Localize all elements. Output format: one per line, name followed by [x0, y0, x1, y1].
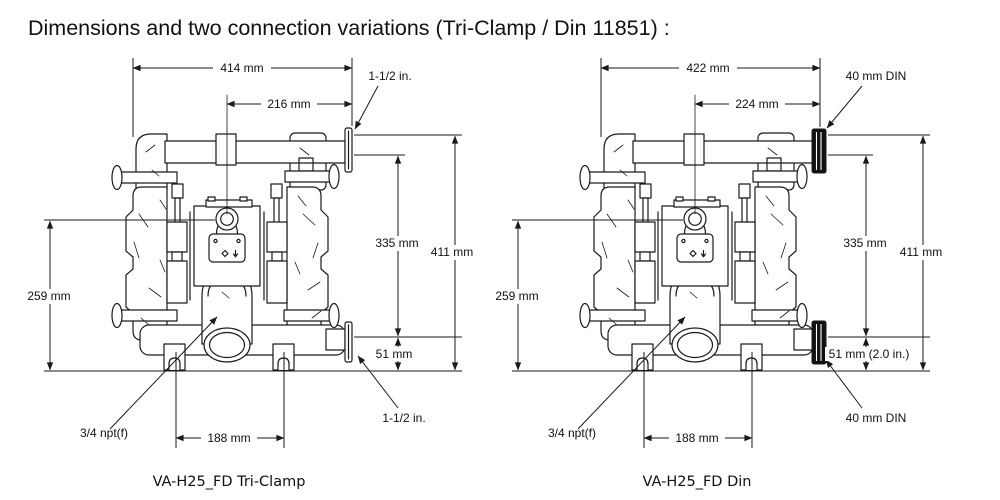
dim-air-valve-height-label: 259 mm: [495, 289, 538, 303]
dim-bottom-port-label: 51 mm: [376, 347, 413, 361]
tri-clamp-flange-bottom: [344, 321, 353, 363]
diagram-din: 422 mm 224 mm 40 mm DIN 335 mm 411 mm 25…: [489, 58, 950, 490]
tri-clamp-flange-top: [344, 127, 353, 173]
leader-air-inlet: [577, 316, 686, 430]
dim-port-span-label: 335 mm: [843, 236, 886, 250]
dim-feet-spacing-label: 188 mm: [207, 431, 250, 445]
dim-overall-width-label: 414 mm: [220, 61, 263, 75]
leader-bottom-connection: [825, 359, 863, 409]
leader-top-connection: [826, 85, 863, 129]
dim-port-span-label: 335 mm: [375, 236, 418, 250]
dim-center-to-port-label: 216 mm: [267, 97, 310, 111]
dim-air-valve-height-label: 259 mm: [27, 289, 70, 303]
dim-overall-height-label: 411 mm: [431, 245, 473, 259]
air-inlet-port-label: 3/4 npt(f): [548, 426, 596, 440]
caption-tri-clamp: VA-H25_FD Tri-Clamp: [153, 474, 306, 490]
diagram-tri-clamp: 414 mm 216 mm 1-1/2 in. 335 mm 411 mm 25…: [21, 58, 481, 490]
connection-top-label: 1-1/2 in.: [368, 69, 411, 83]
dim-bottom-port-label: 51 mm (2.0 in.): [829, 347, 910, 361]
connection-bottom-label: 1-1/2 in.: [382, 411, 425, 425]
air-inlet-port-label: 3/4 npt(f): [80, 426, 128, 440]
dim-feet-spacing-label: 188 mm: [675, 431, 718, 445]
caption-din: VA-H25_FD Din: [643, 474, 752, 490]
leader-top-connection: [354, 85, 379, 130]
connection-bottom-label: 40 mm DIN: [846, 411, 907, 425]
leader-bottom-connection: [357, 355, 399, 409]
din-flange-bottom: [811, 320, 827, 365]
connection-top-label: 40 mm DIN: [846, 69, 907, 83]
dim-overall-height-label: 411 mm: [900, 245, 942, 259]
page-title: Dimensions and two connection variations…: [28, 16, 670, 40]
leader-air-inlet: [109, 316, 218, 430]
dim-overall-width-label: 422 mm: [686, 61, 729, 75]
din-flange-top: [811, 128, 827, 174]
dim-center-to-port-label: 224 mm: [735, 97, 778, 111]
